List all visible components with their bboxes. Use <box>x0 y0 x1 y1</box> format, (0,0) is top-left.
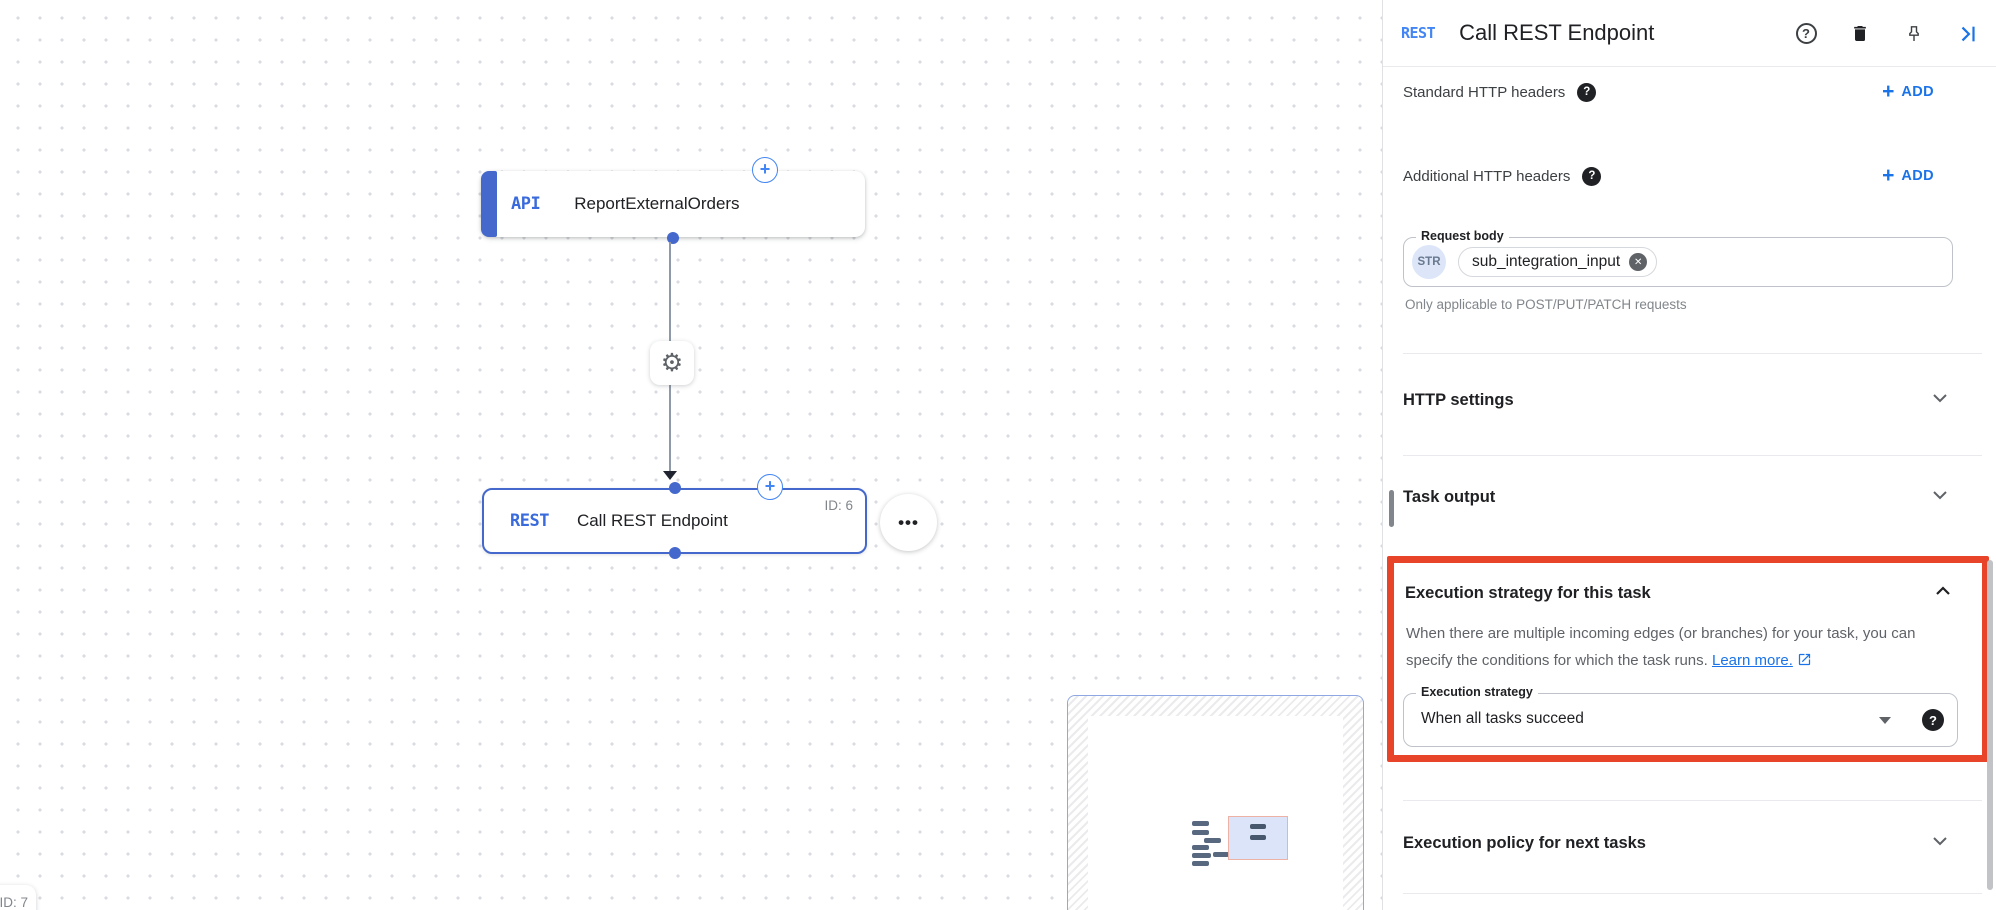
divider <box>1403 455 1982 456</box>
minimap-node-bar <box>1192 830 1209 835</box>
additional-http-headers-row: Additional HTTP headers ? + ADD <box>1403 158 1976 194</box>
plus-icon: + <box>1882 80 1895 103</box>
minimap-node-bar <box>1213 852 1229 857</box>
rest-badge: REST <box>1401 24 1436 42</box>
rest-badge: REST <box>510 511 549 531</box>
chevron-down-icon[interactable] <box>1928 386 1952 415</box>
output-port[interactable] <box>667 232 679 244</box>
minimap-node-bar <box>1250 835 1266 840</box>
minimap-node-bar <box>1192 821 1209 826</box>
collapse-panel-icon[interactable] <box>1956 22 1980 46</box>
panel-title: Call REST Endpoint <box>1459 20 1655 45</box>
panel-header: REST Call REST Endpoint ? <box>1383 0 1996 67</box>
section-label: Execution strategy for this task <box>1405 583 1651 602</box>
more-options-button[interactable]: ••• <box>880 494 937 551</box>
api-badge: API <box>511 194 541 214</box>
section-label: Task output <box>1403 487 1496 506</box>
dropdown-caret-icon[interactable] <box>1879 717 1891 724</box>
close-icon[interactable]: ✕ <box>1629 253 1648 271</box>
help-icon[interactable]: ? <box>1577 82 1597 102</box>
chevron-down-icon[interactable] <box>1928 829 1952 858</box>
node-accent-bar <box>481 171 497 237</box>
input-port[interactable] <box>668 482 681 494</box>
standard-http-headers-row: Standard HTTP headers ? + ADD <box>1403 74 1976 110</box>
node-id-label: ID: 7 <box>0 895 28 910</box>
request-body-field[interactable]: Request body STR sub_integration_input ✕ <box>1403 229 1953 287</box>
plus-icon: + <box>1882 164 1895 187</box>
delete-icon[interactable] <box>1848 22 1872 46</box>
field-label: Request body <box>1416 229 1509 243</box>
minimap-node-bar <box>1250 824 1266 829</box>
node-title: ReportExternalOrders <box>574 194 740 213</box>
help-icon[interactable]: ? <box>1582 166 1602 186</box>
task-config-panel: REST Call REST Endpoint ? Standard HTTP … <box>1382 0 1996 910</box>
minimap-viewport[interactable] <box>1228 816 1288 860</box>
chevron-up-icon[interactable] <box>1931 579 1955 608</box>
row-label: Standard HTTP headers <box>1403 83 1566 101</box>
field-label: Execution strategy <box>1416 685 1538 699</box>
learn-more-link[interactable]: Learn more. <box>1712 652 1793 669</box>
variable-chip-label: sub_integration_input <box>1472 253 1621 270</box>
node-call-rest-endpoint[interactable]: REST Call REST Endpoint ID: 6 + <box>482 474 867 559</box>
section-execution-strategy[interactable]: Execution strategy for this task <box>1405 578 1955 608</box>
section-http-settings[interactable]: HTTP settings <box>1403 382 1952 418</box>
execution-strategy-description: When there are multiple incoming edges (… <box>1406 620 1951 676</box>
minimap-node-bar <box>1192 845 1209 850</box>
execution-strategy-highlight-box: Execution strategy for this task When th… <box>1387 556 1989 762</box>
dropdown-value: When all tasks succeed <box>1421 710 1584 727</box>
section-execution-policy[interactable]: Execution policy for next tasks <box>1403 825 1952 861</box>
divider <box>1403 893 1982 894</box>
node-title: Call REST Endpoint <box>576 511 728 530</box>
output-port[interactable] <box>668 547 681 559</box>
minimap-inner <box>1088 716 1343 910</box>
help-icon[interactable]: ? <box>1922 709 1944 731</box>
minimap-node-bar <box>1204 838 1221 843</box>
minimap-node-bar <box>1192 853 1211 858</box>
pin-icon[interactable] <box>1902 22 1926 46</box>
string-type-chip: STR <box>1412 245 1446 279</box>
node-id-label: ID: 6 <box>824 498 853 513</box>
divider <box>1403 353 1982 354</box>
external-link-icon <box>1797 649 1812 676</box>
section-task-output[interactable]: Task output <box>1403 479 1952 515</box>
add-additional-header-button[interactable]: + ADD <box>1882 164 1934 187</box>
add-standard-header-button[interactable]: + ADD <box>1882 80 1934 103</box>
variable-chip[interactable]: sub_integration_input ✕ <box>1458 247 1658 277</box>
row-label: Additional HTTP headers <box>1403 167 1571 185</box>
node-partial[interactable]: ID: 7 <box>0 885 36 910</box>
workflow-canvas[interactable]: API ReportExternalOrders + ⚙ REST Call R… <box>0 0 1382 910</box>
help-icon[interactable]: ? <box>1794 22 1818 46</box>
request-body-helper-text: Only applicable to POST/PUT/PATCH reques… <box>1405 297 1687 312</box>
node-report-external-orders[interactable]: API ReportExternalOrders + <box>481 157 865 244</box>
minimap[interactable] <box>1067 695 1364 910</box>
section-label: HTTP settings <box>1403 390 1514 409</box>
add-task-icon[interactable]: + <box>757 474 783 500</box>
section-label: Execution policy for next tasks <box>1403 833 1646 852</box>
minimap-node-bar <box>1192 861 1209 866</box>
add-task-icon[interactable]: + <box>752 157 778 183</box>
scroll-indicator <box>1389 490 1394 527</box>
chevron-down-icon[interactable] <box>1928 483 1952 512</box>
edge-arrowhead-icon <box>663 471 677 480</box>
gear-icon[interactable]: ⚙ <box>650 341 694 385</box>
panel-scrollbar[interactable] <box>1987 560 1993 890</box>
execution-strategy-dropdown[interactable]: Execution strategy When all tasks succee… <box>1403 685 1958 747</box>
divider <box>1403 800 1982 801</box>
